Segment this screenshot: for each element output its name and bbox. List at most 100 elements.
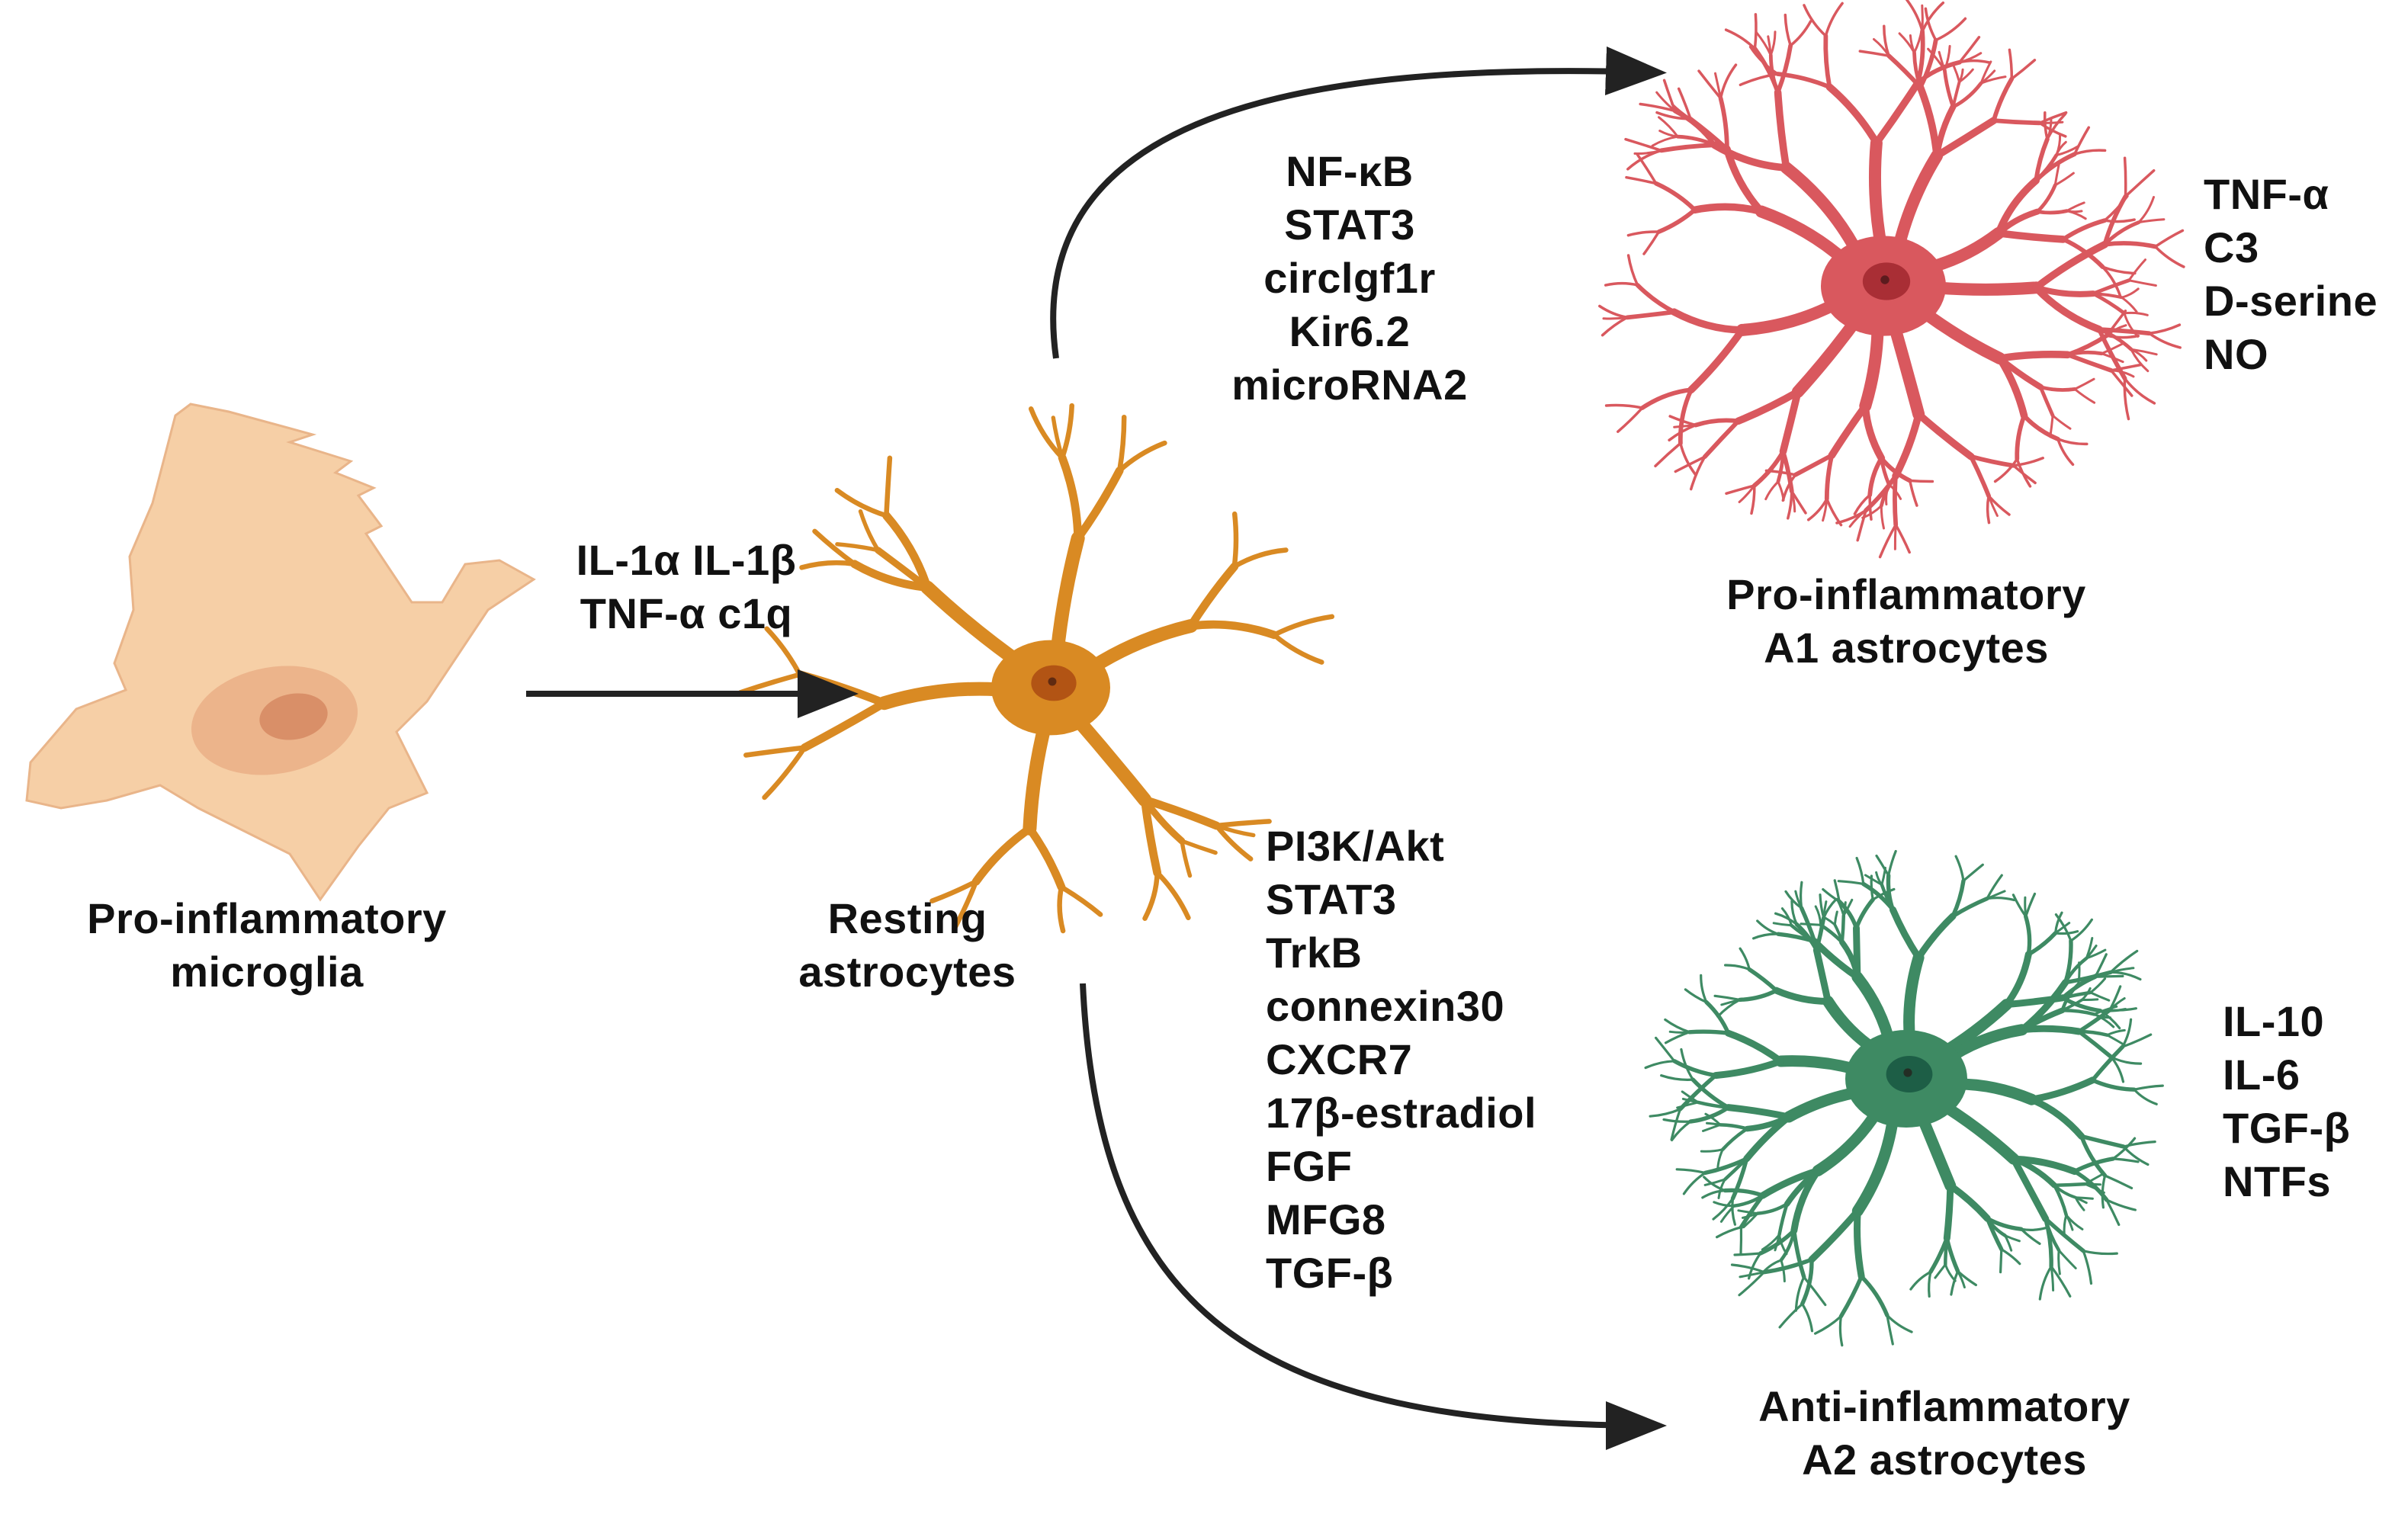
astrocyte-process	[2123, 312, 2140, 338]
astrocyte-process	[1734, 388, 1802, 425]
astrocyte-process	[2043, 111, 2049, 141]
astrocyte-process	[1730, 1263, 1766, 1274]
astrocyte-process	[1664, 1031, 1691, 1044]
astrocyte-process	[1823, 34, 1832, 90]
astrocyte-process	[1748, 45, 1780, 75]
astrocyte-process	[1639, 102, 1677, 113]
astrocyte-process	[1670, 1108, 1682, 1141]
astrocyte-process	[2010, 1155, 2050, 1223]
astrocyte-process	[1660, 1074, 1694, 1081]
astrocyte-process	[1051, 415, 1064, 460]
astrocyte-process	[1626, 230, 1661, 237]
astrocyte-process	[2106, 1034, 2126, 1046]
astrocyte-process	[929, 878, 979, 903]
astrocyte-process	[1696, 1100, 1730, 1109]
astrocyte-process	[1958, 52, 1983, 64]
astrocyte-process	[1854, 1207, 1865, 1280]
astrocyte-process	[2003, 951, 2032, 1009]
astrocyte-process	[1880, 866, 1886, 886]
astrocyte-process	[1776, 449, 1785, 484]
astrocyte-process	[1891, 149, 1944, 258]
astrocyte-process	[2057, 1249, 2061, 1275]
astrocyte-process	[1943, 1182, 1954, 1242]
astrocyte-process	[1995, 350, 2072, 362]
astrocyte-process	[737, 672, 803, 695]
astrocyte-process	[1690, 203, 1765, 216]
astrocyte-process	[2102, 241, 2158, 249]
astrocyte-process	[2104, 1174, 2133, 1189]
astrocyte-process	[1993, 457, 2019, 483]
astrocyte-process	[1979, 69, 1996, 85]
astrocyte-process	[2133, 1084, 2164, 1091]
astrocyte-process	[1649, 1108, 1682, 1118]
astrocyte-process	[2057, 1249, 2077, 1269]
astrocyte-process	[1700, 974, 1708, 1004]
astrocyte-process	[2053, 162, 2060, 187]
astrocyte-process	[1651, 135, 1679, 147]
astrocyte-process	[2050, 1265, 2072, 1298]
astrocyte-process	[2060, 998, 2084, 1012]
astrocyte-process	[2103, 218, 2136, 223]
astrocyte-process	[1718, 96, 1729, 152]
astrocyte-process	[1784, 13, 1792, 47]
astrocyte-process	[1604, 281, 1639, 287]
astrocyte-process	[2072, 1157, 2115, 1174]
astrocyte-process	[1986, 494, 1991, 525]
astrocyte-process	[1700, 1148, 1724, 1153]
astrocyte-process	[743, 745, 807, 758]
astrocyte-process	[1058, 454, 1083, 543]
astrocyte-process	[2085, 945, 2098, 960]
a1-astrocytes-label: Pro-inflammatory A1 astrocytes	[1726, 570, 2086, 672]
astrocyte-process	[812, 528, 857, 567]
a2-astrocytes-label: Anti-inflammatory A2 astrocytes	[1758, 1382, 2130, 1484]
astrocyte-process	[2100, 342, 2125, 355]
astrocyte-process	[1731, 1197, 1736, 1226]
astrocyte-process	[2061, 237, 2105, 269]
astrocyte-process	[2010, 1156, 2058, 1189]
astrocyte-process	[2055, 145, 2080, 157]
astrocyte-process	[1058, 884, 1103, 917]
astrocyte-process	[2108, 1007, 2137, 1012]
astrocyte-process	[1140, 795, 1162, 877]
astrocyte-process	[1712, 1197, 1735, 1221]
astrocyte-process	[1999, 1248, 2003, 1274]
astrocyte-process	[1790, 923, 1816, 943]
astrocyte-process	[1825, 497, 1843, 527]
astrocyte-process	[1714, 72, 1723, 100]
astrocyte-process	[2056, 438, 2075, 467]
astrocyte-process	[2081, 998, 2099, 1002]
astrocyte-process	[1737, 1209, 1759, 1215]
astrocyte-process	[2038, 385, 2055, 418]
astrocyte-process	[1942, 68, 1955, 109]
astrocyte-process	[1180, 839, 1193, 878]
astrocyte-process	[1730, 1157, 1749, 1201]
astrocyte-process	[1725, 484, 1756, 496]
astrocyte-process	[2044, 1217, 2061, 1253]
astrocyte-process	[762, 745, 807, 800]
astrocyte-process	[1933, 117, 1998, 160]
astrocyte-process	[1067, 707, 1152, 807]
astrocyte-process	[2147, 332, 2182, 349]
astrocyte-process	[2053, 172, 2075, 187]
astrocyte-process	[1833, 923, 1844, 944]
astrocyte-process	[834, 487, 889, 518]
astrocyte-process	[795, 670, 888, 707]
astrocyte-process	[2127, 279, 2157, 287]
astrocyte-process	[1833, 879, 1841, 903]
astrocyte-process	[1687, 1029, 1731, 1035]
astrocyte-process	[2109, 967, 2135, 974]
astrocyte-process	[875, 547, 931, 591]
astrocyte-process	[2011, 464, 2037, 485]
astrocyte-process	[1808, 1207, 1861, 1263]
astrocyte-process	[1838, 1315, 1844, 1347]
astrocyte-process	[1688, 1105, 1731, 1124]
astrocyte-process	[1761, 1257, 1814, 1275]
astrocyte-process	[1701, 1189, 1726, 1199]
astrocyte-process	[1747, 967, 1779, 993]
astrocyte-process	[2121, 1033, 2153, 1048]
astrocyte-process	[2130, 348, 2150, 373]
astrocyte-process	[1875, 854, 1890, 877]
astrocyte-process	[850, 560, 932, 592]
astrocyte-process	[1991, 76, 2015, 123]
